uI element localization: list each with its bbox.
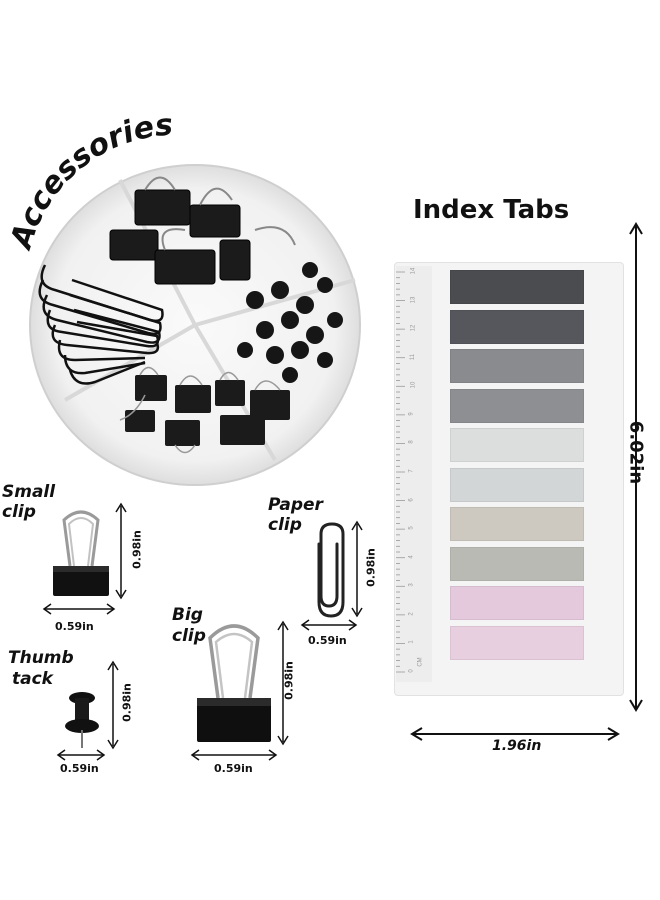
ruler-number: 1: [408, 640, 415, 645]
ruler-number: 13: [410, 296, 417, 303]
paper-clip-width: 0.59in: [308, 634, 347, 647]
index-tab: [450, 349, 584, 383]
index-tab: [450, 507, 584, 541]
paper-clip-label: Paper clip: [268, 495, 323, 535]
index-tab: [450, 467, 584, 502]
ruler-number: 9: [408, 412, 415, 416]
thumb-tack-height: 0.98in: [120, 683, 134, 722]
small-clip-width-arrow: [42, 603, 116, 615]
small-clip-height: 0.98in: [130, 530, 144, 569]
ruler-ticks: [396, 271, 405, 673]
paper-clip-icon: [317, 522, 345, 618]
ruler-number: 12: [410, 324, 417, 332]
big-clip-width: 0.59in: [214, 762, 253, 775]
ruler-number: 11: [410, 353, 417, 360]
index-tab: [450, 586, 584, 620]
big-clip-label: Big clip: [172, 605, 206, 646]
paper-clip-height: 0.98in: [364, 548, 378, 587]
thumb-tack-height-arrow: [107, 660, 119, 750]
ruler-number: 6: [408, 497, 415, 502]
thumb-tack-label: Thumb tack: [8, 648, 74, 689]
ruler-number: 14: [410, 267, 417, 275]
index-tab: [450, 309, 584, 344]
small-clip-icon: [53, 510, 109, 596]
paper-clip-width-arrow: [300, 619, 358, 631]
big-clip-height-arrow: [277, 620, 289, 746]
index-tab: [450, 428, 584, 462]
paper-clip-height-arrow: [351, 520, 363, 618]
index-tabs-width-arrow: [410, 727, 620, 741]
ruler-number: 5: [408, 526, 415, 530]
index-tabs-width: 1.96in: [492, 738, 542, 754]
index-tab: [450, 270, 584, 304]
accessories-tray-image: [29, 164, 361, 486]
big-clip-icon: [197, 624, 271, 742]
ruler-number: 0: [408, 669, 415, 673]
ruler-number: 10: [410, 381, 417, 389]
index-tabs-height: 6.02in: [625, 420, 647, 485]
big-clip-height: 0.98in: [282, 661, 296, 700]
index-tab: [450, 625, 584, 660]
accessories-section: Accessories: [2, 108, 378, 775]
index-tab: [450, 388, 584, 423]
small-clip-height-arrow: [115, 502, 127, 600]
ruler-number: 4: [408, 555, 415, 559]
ruler-number: 3: [408, 583, 415, 587]
ruler-number: 2: [408, 612, 415, 616]
ruler-unit: CM: [417, 657, 424, 668]
index-tabs-title: Index Tabs: [413, 195, 570, 225]
thumb-tack-width: 0.59in: [60, 762, 99, 775]
ruler-number: 8: [408, 440, 415, 445]
big-clip-width-arrow: [190, 749, 278, 761]
ruler-number: 7: [408, 469, 415, 473]
index-tab: [450, 546, 584, 581]
thumb-tack-width-arrow: [56, 749, 106, 761]
thumb-tack-icon: [65, 692, 99, 748]
small-clip-label: Small clip: [2, 482, 56, 522]
small-clip-width: 0.59in: [55, 620, 94, 633]
index-tabs-height-arrow: [629, 222, 643, 712]
